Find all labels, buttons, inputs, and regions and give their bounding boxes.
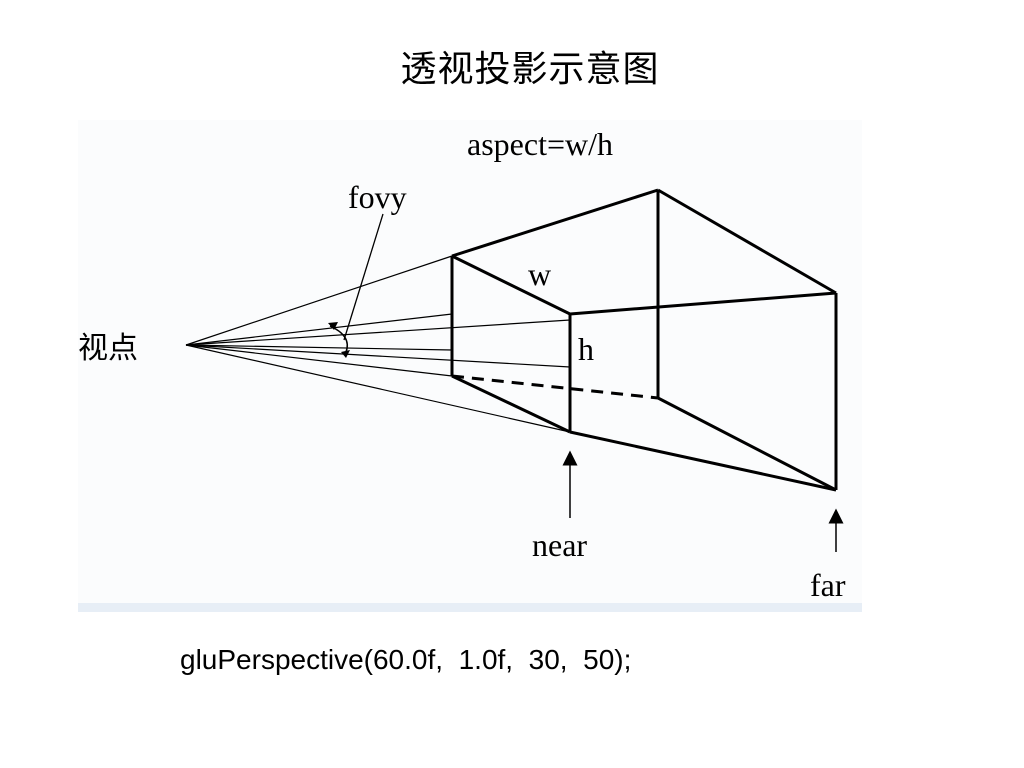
far-top-edge bbox=[657, 188, 837, 295]
figure-background bbox=[78, 120, 862, 612]
projection-line bbox=[185, 344, 453, 377]
projection-line bbox=[185, 344, 571, 433]
frustum-edges bbox=[450, 188, 838, 492]
near-label: near bbox=[532, 527, 587, 563]
fovy-arc-arrow-bottom bbox=[341, 350, 350, 358]
far-label: far bbox=[810, 567, 846, 603]
projection-line bbox=[185, 344, 571, 368]
fovy-label: fovy bbox=[348, 179, 407, 215]
near-top-back-to-far-top-back bbox=[451, 188, 659, 258]
projection-line bbox=[185, 344, 453, 351]
far-bottom-edge bbox=[657, 396, 837, 492]
hidden-bottom-edge bbox=[451, 374, 659, 400]
slide-title: 透视投影示意图 bbox=[400, 49, 660, 90]
near-top-edge bbox=[451, 254, 571, 316]
viewpoint-label: 视点 bbox=[78, 331, 138, 366]
projection-line bbox=[185, 319, 571, 346]
projection-line bbox=[185, 313, 453, 346]
near-front-to-far-front-bottom bbox=[569, 430, 837, 492]
figure-caption-strip bbox=[78, 603, 862, 612]
near-front-to-far-front-top bbox=[569, 291, 837, 316]
code-example: gluPerspective(60.0f, 1.0f, 30, 50); bbox=[180, 644, 632, 675]
width-label: w bbox=[528, 256, 551, 292]
projection-lines bbox=[185, 255, 571, 433]
fovy-pointer-line bbox=[343, 213, 384, 341]
fovy-arc-arrow-top bbox=[328, 322, 338, 330]
projection-line bbox=[185, 255, 453, 346]
near-bottom-edge bbox=[451, 374, 571, 434]
height-label: h bbox=[578, 331, 594, 367]
aspect-label: aspect=w/h bbox=[467, 126, 613, 162]
